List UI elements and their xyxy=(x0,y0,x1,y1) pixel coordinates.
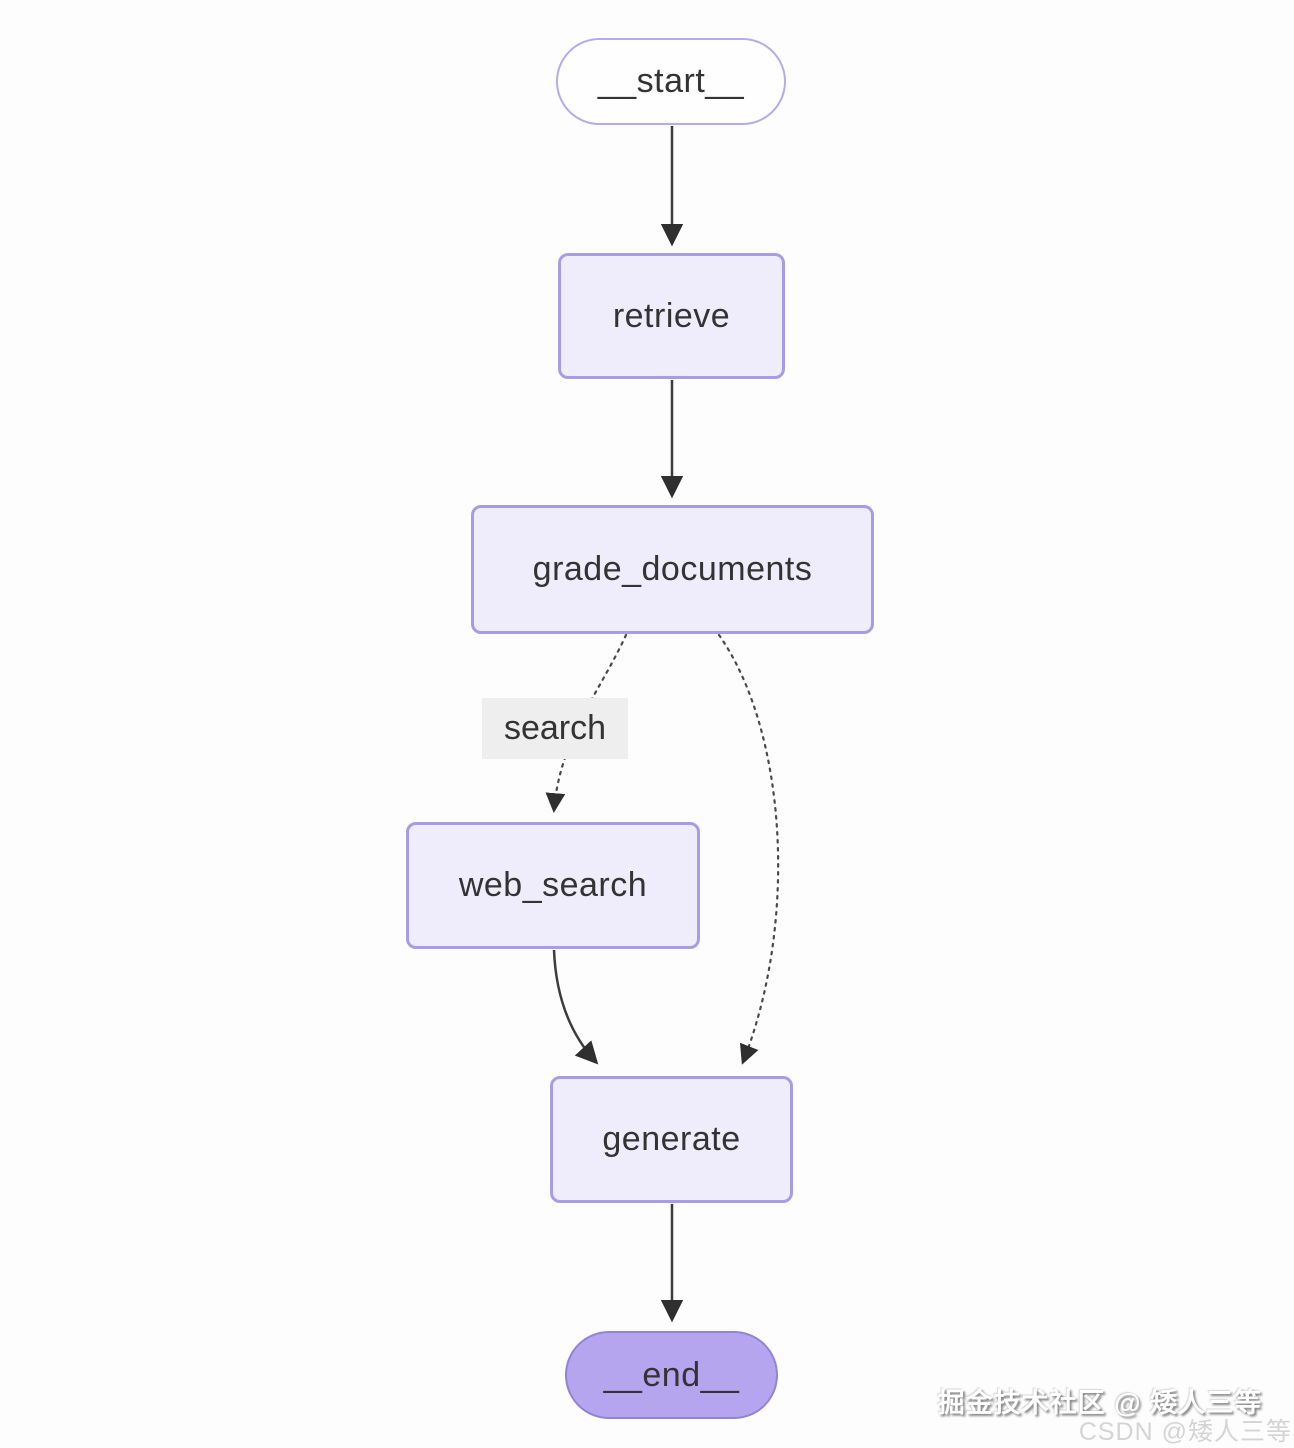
edge-label-search: search xyxy=(482,698,628,759)
node-start-label: __start__ xyxy=(597,62,745,100)
node-grade-documents: grade_documents xyxy=(471,505,874,634)
edge-web-search-to-generate xyxy=(552,949,599,1065)
edge-grade-documents-to-generate xyxy=(717,633,780,1065)
node-web-search: web_search xyxy=(406,822,700,949)
node-grade-documents-label: grade_documents xyxy=(532,550,813,588)
node-retrieve-label: retrieve xyxy=(612,296,731,335)
node-start: __start__ xyxy=(556,38,786,125)
edge-label-search-text: search xyxy=(503,709,607,747)
node-retrieve: retrieve xyxy=(558,253,785,379)
node-web-search-label: web_search xyxy=(458,866,648,904)
node-generate-label: generate xyxy=(602,1120,741,1158)
watermark-csdn: CSDN @矮人三等 xyxy=(1078,1418,1292,1446)
watermark-juejin: 掘金技术社区 @ 矮人三等 xyxy=(937,1388,1262,1418)
node-end-label: __end__ xyxy=(603,1355,740,1394)
node-generate: generate xyxy=(550,1076,793,1203)
node-end: __end__ xyxy=(565,1331,778,1419)
